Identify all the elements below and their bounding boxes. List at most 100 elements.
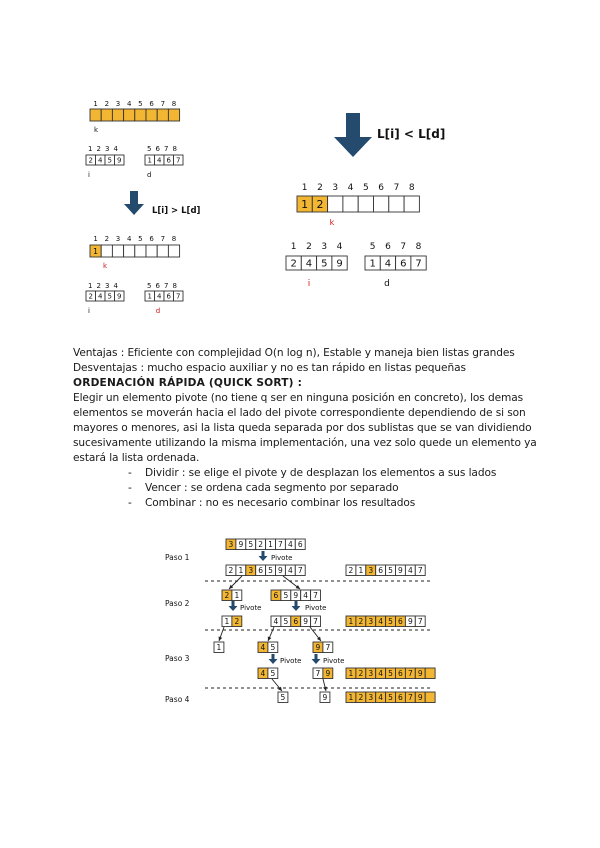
- qs-p2-sorted-right-value: 6: [293, 617, 298, 626]
- index-label: 3: [116, 235, 120, 243]
- index-label: 5: [138, 235, 142, 243]
- qs-right4-value: 6: [398, 693, 403, 702]
- qs-p2-sorted-left-value: 1: [225, 617, 230, 626]
- qs-p3-b-sorted-value: 7: [316, 669, 321, 678]
- qs-right1-value: 1: [358, 566, 363, 575]
- ventajas-text: Ventajas : Eficiente con complejidad O(n…: [73, 347, 515, 359]
- merge-b-left-cell: [114, 290, 125, 302]
- merge-a-right-cell: [173, 154, 184, 166]
- qs-right3-cell: [424, 667, 436, 679]
- qs-p2-right-cell: [310, 589, 321, 601]
- index-label: 1: [93, 100, 97, 108]
- paragraph-line-3: mayores o menores, asi la lista queda se…: [73, 422, 532, 434]
- qs-p2-sorted-right-value: 9: [303, 617, 308, 626]
- qs-right1-value: 4: [408, 566, 413, 575]
- bullet-vencer: Vencer : se ordena cada segmento por sep…: [145, 482, 399, 494]
- index-label: 1: [291, 242, 297, 252]
- index-label: 4: [337, 242, 343, 252]
- bullet-combinar: Combinar : no es necesario combinar los …: [145, 497, 416, 509]
- merge-a-right-value: 6: [167, 157, 172, 165]
- pivot-label: Pivote: [280, 657, 302, 665]
- arrowhead-icon: [295, 584, 300, 589]
- qs-p3-b-value: 9: [316, 643, 321, 652]
- down-arrow-icon: [334, 113, 372, 157]
- qs-right4-value: 5: [388, 693, 393, 702]
- index-label: 7: [164, 145, 168, 153]
- qs-p3-a-cell: [267, 641, 279, 653]
- qs-right1-value: 9: [398, 566, 403, 575]
- index-label: 8: [173, 145, 177, 153]
- qs-single-9-value: 9: [323, 693, 328, 702]
- quicksort-heading: ORDENACIÓN RÁPIDA (QUICK SORT) :: [73, 377, 303, 389]
- index-label: 1: [88, 282, 92, 290]
- merge-b-full-value: 1: [93, 247, 98, 256]
- qs-after1-value: 4: [288, 566, 293, 575]
- merge-big-full-value: 2: [316, 198, 323, 211]
- arrowhead-icon: [229, 584, 234, 589]
- paragraph-line-1: Elegir un elemento pivote (no tiene q se…: [73, 392, 524, 404]
- merge-b-left-value: 5: [108, 293, 112, 301]
- merge-b-full-cell: [156, 244, 169, 258]
- merge-b-left-value: 9: [117, 293, 121, 301]
- pivot-label: Pivote: [240, 604, 262, 612]
- k-marker: k: [103, 262, 108, 270]
- merge-big-right-value: 7: [415, 259, 421, 270]
- qs-right3-value: 6: [398, 669, 403, 678]
- index-label: 6: [149, 100, 154, 108]
- condition-small: L[i] > L[d]: [152, 206, 201, 216]
- qs-p2-sorted-right-value: 5: [283, 617, 288, 626]
- qs-right2-value: 9: [408, 617, 413, 626]
- condition-big: L[i] < L[d]: [377, 127, 445, 141]
- d-marker: d: [147, 171, 151, 179]
- merge-big-left-value: 4: [306, 259, 312, 270]
- index-label: 4: [127, 235, 132, 243]
- index-label: 6: [156, 282, 161, 290]
- down-arrow-icon: [124, 191, 144, 215]
- step-label: Paso 2: [165, 599, 190, 608]
- paragraph-line-2: elementos se moverán hacia el lado del p…: [73, 407, 526, 419]
- qs-single-1-cell: [213, 641, 225, 653]
- merge-a-right-value: 1: [148, 157, 152, 165]
- index-label: 1: [93, 235, 97, 243]
- merge-a-left-cell: [114, 154, 125, 166]
- index-label: 5: [138, 100, 142, 108]
- merge-a-full-cell: [134, 108, 147, 122]
- index-label: 5: [363, 183, 369, 193]
- merge-b-full-cell: [134, 244, 147, 258]
- index-label: 4: [127, 100, 132, 108]
- qs-right4-cell: [424, 691, 436, 703]
- arrowhead-icon: [323, 686, 327, 691]
- qs-right2-value: 1: [349, 617, 354, 626]
- merge-b-full-cell: [111, 244, 125, 258]
- qs-right3-value: 7: [408, 669, 413, 678]
- qs-p2-sorted-left-cell: [231, 615, 243, 627]
- index-label: 8: [172, 235, 176, 243]
- index-label: 2: [97, 145, 101, 153]
- qs-p2-sorted-right-value: 7: [313, 617, 318, 626]
- merge-a-right-value: 7: [176, 157, 180, 165]
- qs-right2-value: 4: [378, 617, 383, 626]
- bullet-dividir: Dividir : se elige el pivote y de despla…: [145, 467, 497, 479]
- bullet-marker: -: [128, 467, 132, 479]
- qs-right2-cell: [414, 615, 426, 627]
- d-marker: d: [384, 279, 390, 289]
- qs-right3-value: 5: [388, 669, 393, 678]
- index-label: 7: [400, 242, 406, 252]
- index-label: 7: [394, 183, 400, 193]
- qs-right1-value: 3: [368, 566, 373, 575]
- index-label: 4: [348, 183, 354, 193]
- step-label: Paso 4: [165, 695, 190, 704]
- merge-big-left-value: 2: [290, 259, 296, 270]
- qs-p3-a-sorted-value: 5: [270, 669, 275, 678]
- pivot-arrow-icon: [291, 601, 301, 611]
- merge-b-left-value: 2: [89, 293, 93, 301]
- qs-right2-value: 3: [368, 617, 373, 626]
- qs-right4-value: 2: [358, 693, 363, 702]
- merge-a-full-cell: [145, 108, 158, 122]
- qs-p3-a-value: 5: [270, 643, 275, 652]
- step-label: Paso 3: [165, 654, 190, 663]
- qs-p2-right-value: 7: [313, 591, 318, 600]
- merge-big-left-value: 9: [336, 259, 342, 270]
- qs-single-1-value: 1: [217, 643, 222, 652]
- qs-p2-right-value: 9: [293, 591, 298, 600]
